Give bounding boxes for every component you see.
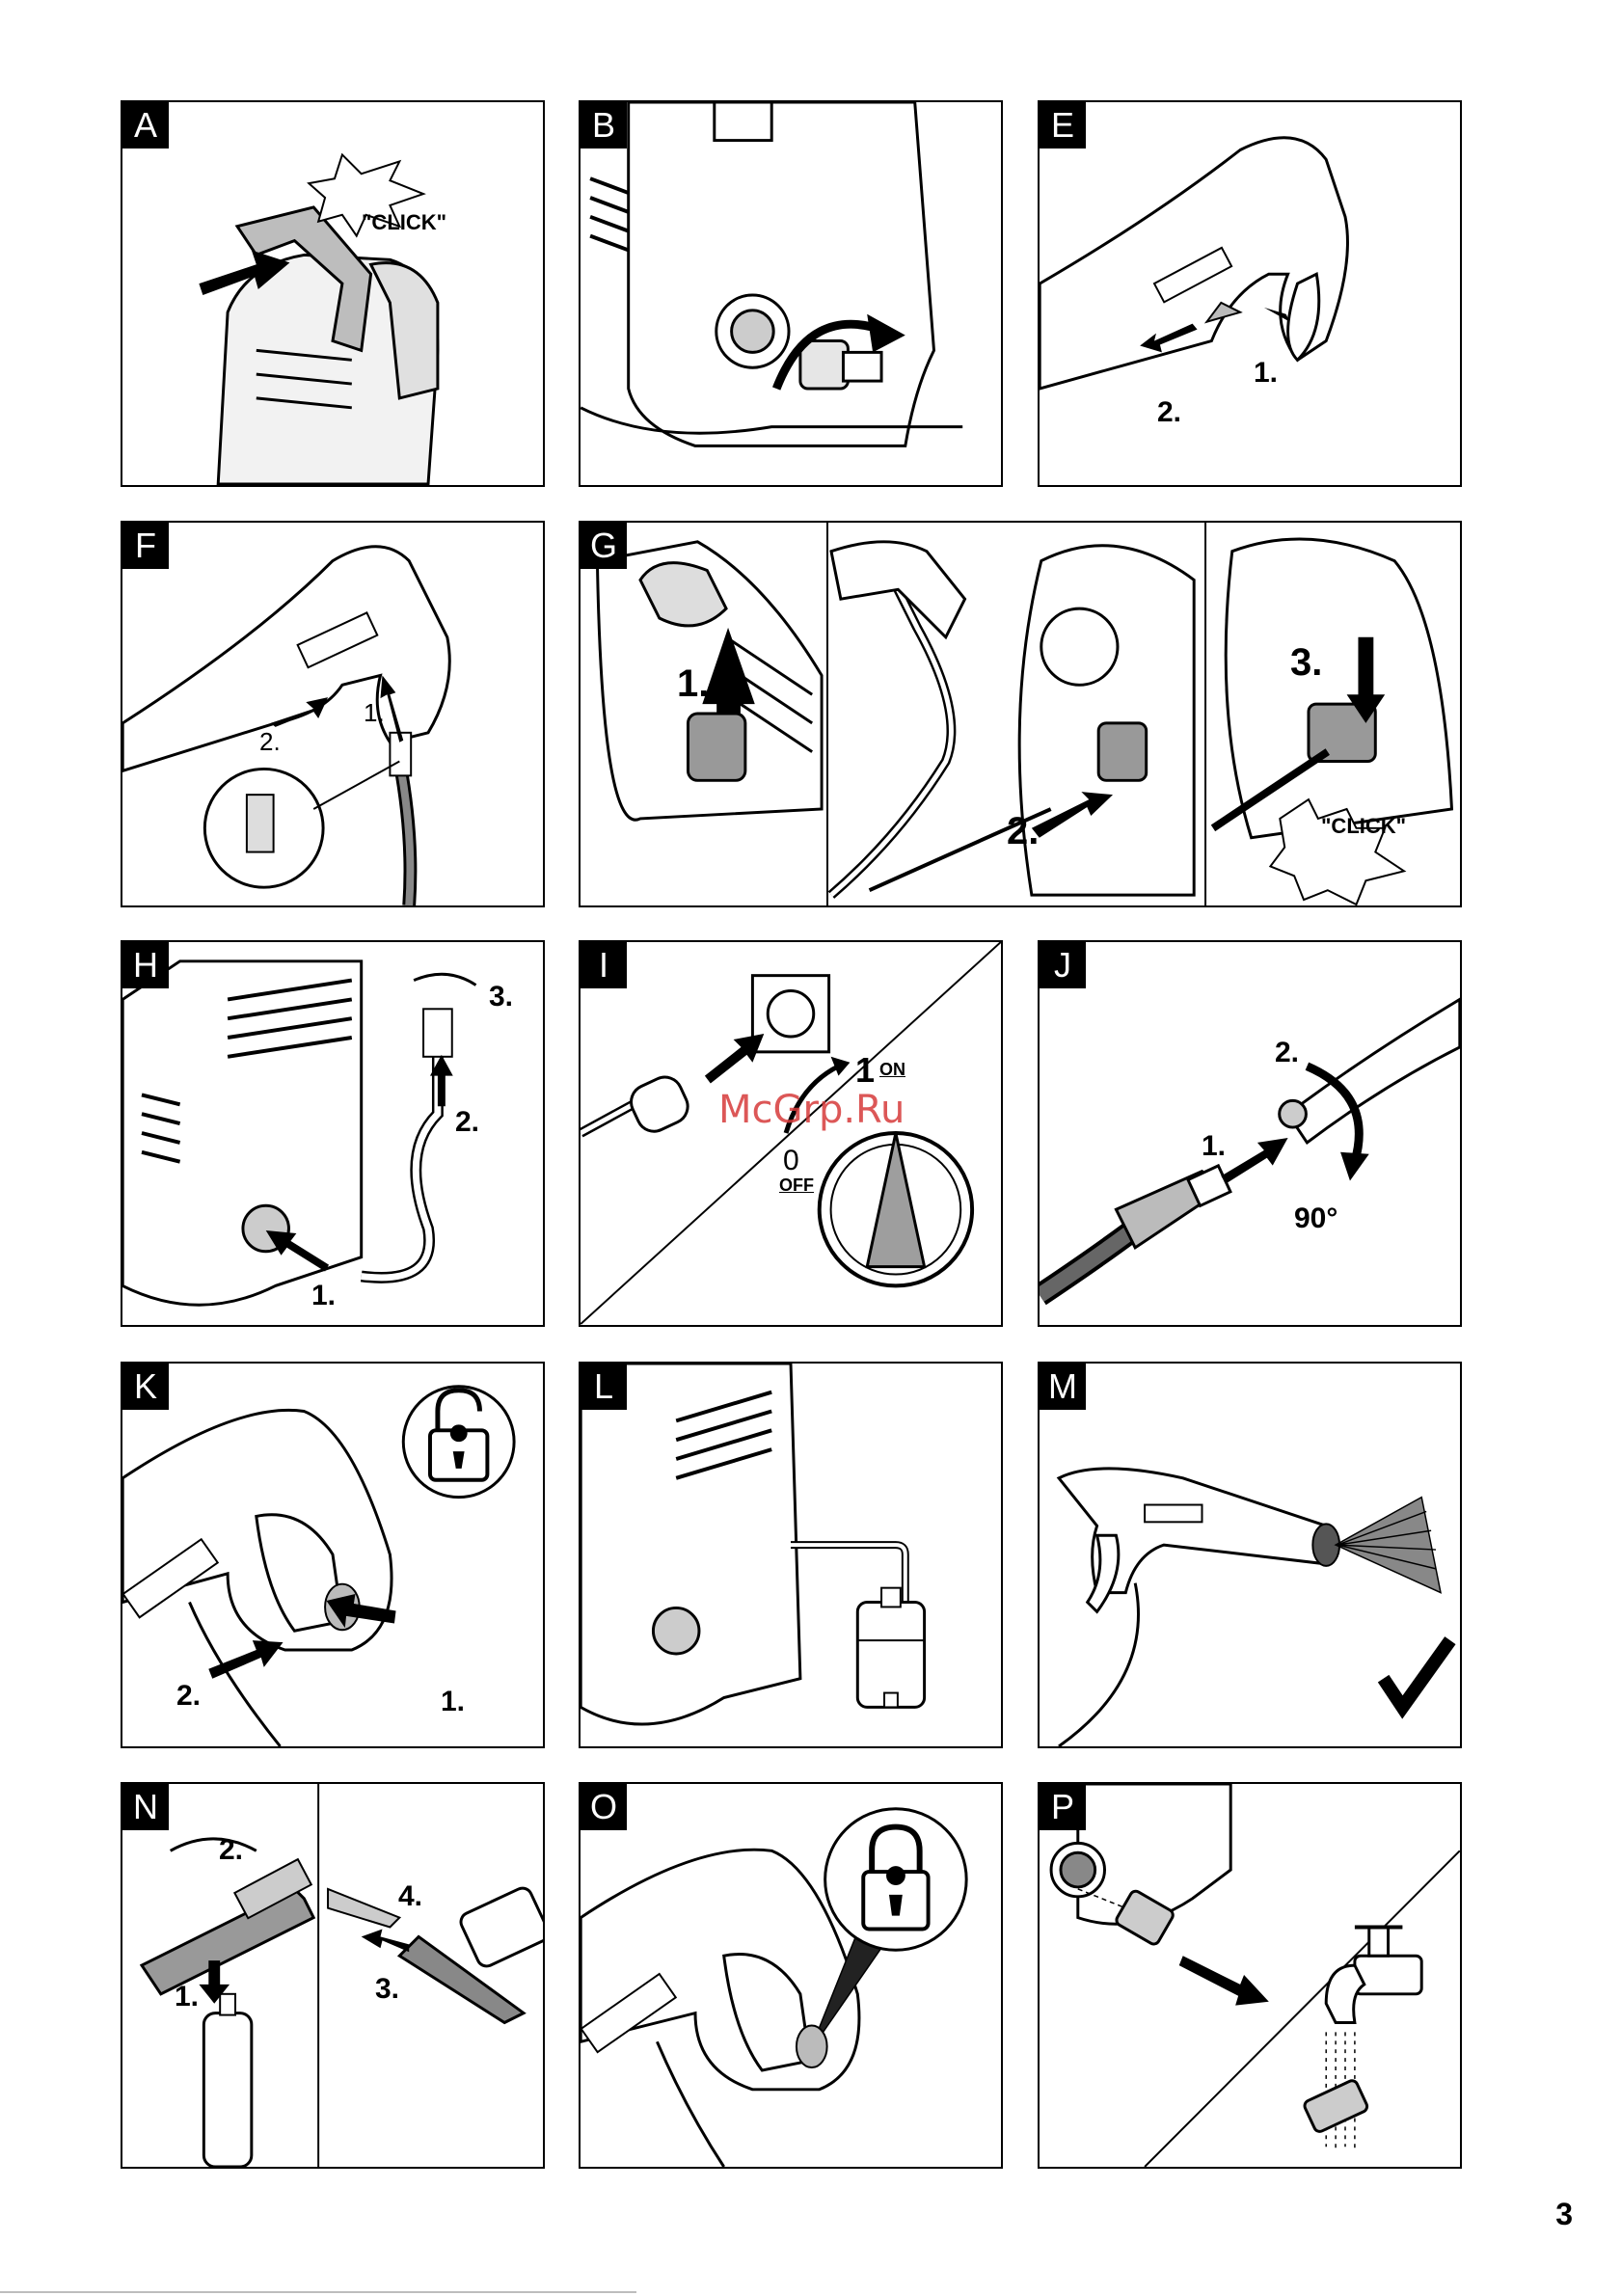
rotate-icon (1340, 1152, 1369, 1181)
panel-j-letter: J (1040, 942, 1086, 988)
panel-j: J 2. 1. 90° (1038, 940, 1462, 1327)
step-2-label: 2. (455, 1106, 479, 1139)
step-1-label: 1. (441, 1686, 465, 1718)
filter-cleaning-illustration (1040, 1784, 1460, 2167)
arrow-icon (1179, 1956, 1269, 2005)
rotate-icon (171, 1839, 257, 1850)
panel-o-letter: O (581, 1784, 627, 1830)
spraying-illustration (1040, 1364, 1460, 1746)
panel-i: I 1 ON 0 OFF (579, 940, 1003, 1327)
step-2-label: 2. (1007, 810, 1039, 853)
panel-b: B (579, 100, 1003, 487)
panel-k-letter: K (122, 1364, 169, 1410)
pressure-washer-handle-illustration (122, 102, 543, 485)
panel-g: G 1. 2. 3. "CLICK" (579, 521, 1462, 907)
panel-b-letter: B (581, 102, 627, 149)
step-1-label: 1. (175, 1981, 199, 2013)
panel-e-letter: E (1040, 102, 1086, 149)
hose-connector-illustration (581, 102, 1001, 485)
step-1-label: 1. (1202, 1130, 1226, 1163)
panel-m-letter: M (1040, 1364, 1086, 1410)
trigger-lock-illustration (581, 1784, 1001, 2167)
panel-g-letter: G (581, 523, 627, 569)
panel-l-letter: L (581, 1364, 627, 1410)
panel-e: E 1. 2. (1038, 100, 1462, 487)
step-2-label: 2. (1275, 1037, 1299, 1069)
trigger-gun-hose-illustration (122, 523, 543, 905)
arrow-icon (1221, 1138, 1287, 1184)
step-1-label: 1. (677, 662, 709, 706)
panel-a-letter: A (122, 102, 169, 149)
power-plug-icon (626, 1071, 693, 1137)
step-2-label: 2. (1157, 396, 1181, 429)
arrow-icon (705, 1034, 764, 1083)
rotate-icon (414, 974, 475, 985)
step-4-label: 4. (398, 1880, 422, 1913)
watermark: McGrp.Ru (718, 1088, 905, 1132)
step-2-label: 2. (219, 1834, 243, 1867)
spray-gun-trigger-illustration (1040, 102, 1460, 485)
step-1-label: 1. (1254, 357, 1278, 390)
power-connection-illustration (581, 942, 1001, 1325)
panel-o: O (579, 1782, 1003, 2169)
switch-on-number: 1 (855, 1050, 875, 1091)
switch-on-label: ON (879, 1060, 905, 1080)
step-3-label: 3. (1290, 641, 1322, 685)
panel-h-letter: H (122, 942, 169, 988)
panel-p-letter: P (1040, 1784, 1086, 1830)
step-3-label: 3. (375, 1973, 399, 2006)
panel-n-letter: N (122, 1784, 169, 1830)
step-2-label: 2. (176, 1680, 201, 1713)
checkmark-icon (1384, 1640, 1450, 1707)
panel-f-letter: F (122, 523, 169, 569)
page-number: 3 (1555, 2197, 1573, 2232)
angle-label: 90° (1294, 1202, 1337, 1235)
panel-n: N 2. 1. 4. 3. (121, 1782, 545, 2169)
panel-k: K 2. 1. (121, 1362, 545, 1748)
panel-p: P (1038, 1782, 1462, 2169)
switch-off-number: 0 (783, 1145, 799, 1177)
switch-off-label: OFF (779, 1175, 814, 1196)
click-label: "CLICK" (362, 210, 446, 235)
panel-f: F 2. 1. (121, 521, 545, 907)
panel-m: M (1038, 1362, 1462, 1748)
panel-h: H 3. 2. 1. (121, 940, 545, 1327)
panel-i-letter: I (581, 942, 627, 988)
lance-connection-illustration (1040, 942, 1460, 1325)
water-tap-icon (1326, 1928, 1421, 2023)
water-supply-hose-illustration (122, 942, 543, 1325)
step-2-label: 2. (259, 727, 281, 757)
step-1-label: 1. (364, 698, 385, 728)
detergent-bottle-illustration (581, 1364, 1001, 1746)
nozzle-cleaning-illustration (122, 1784, 543, 2167)
step-3-label: 3. (489, 981, 513, 1013)
panel-l: L (579, 1362, 1003, 1748)
click-label: "CLICK" (1321, 814, 1406, 839)
arrow-icon (362, 1929, 410, 1952)
step-1-label: 1. (311, 1280, 336, 1312)
panel-a: A "CLICK" (121, 100, 545, 487)
footer-divider (0, 2291, 636, 2293)
